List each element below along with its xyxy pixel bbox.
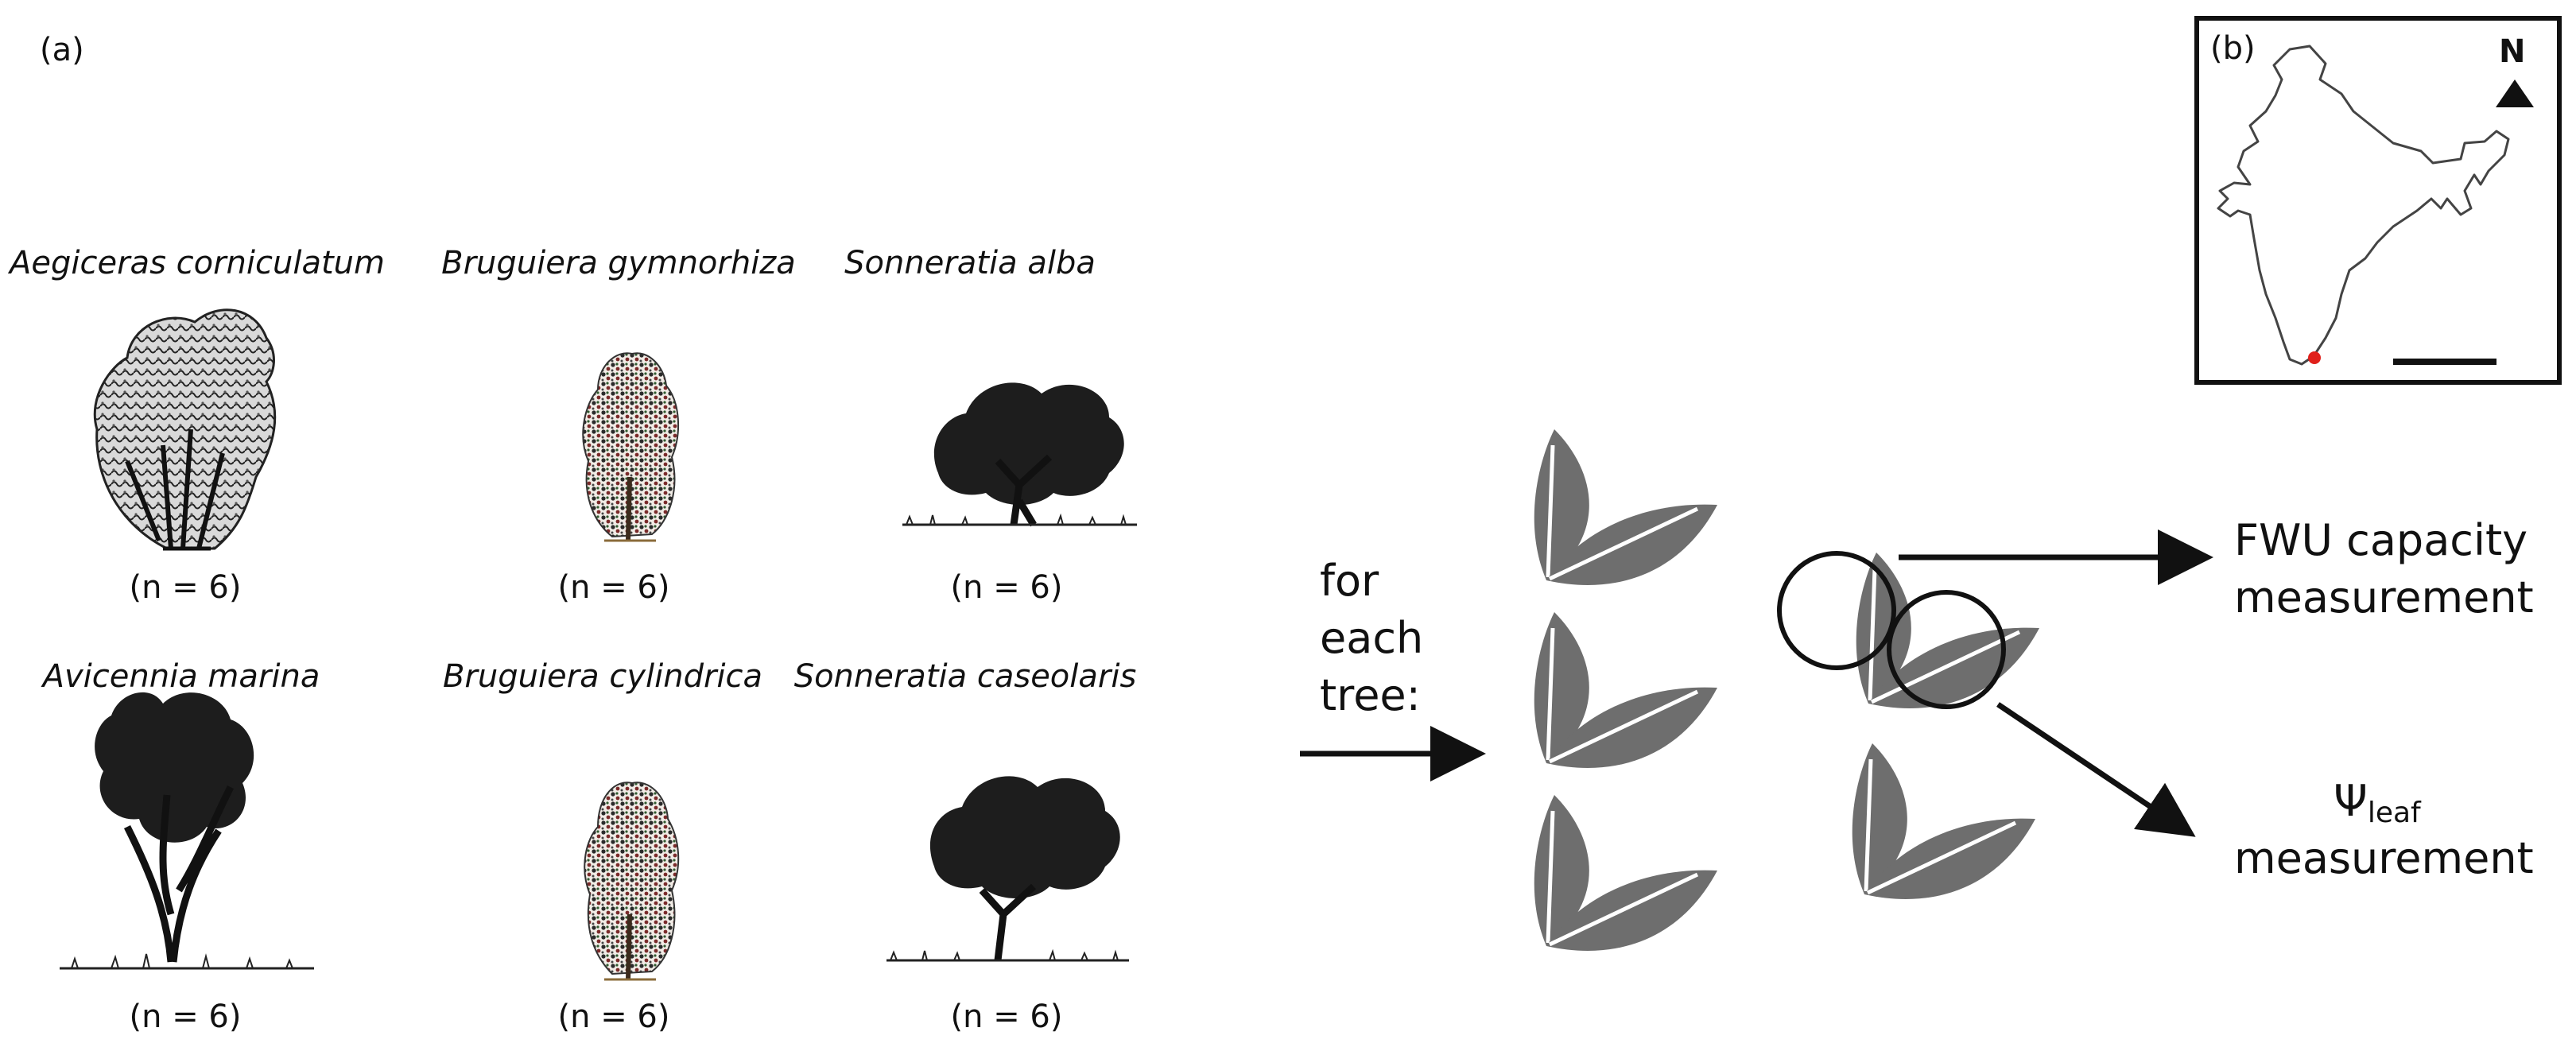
n-count-bruguiera-gymnorhiza: (n = 6) <box>557 569 670 606</box>
panel-a-label: (a) <box>40 32 84 68</box>
fwu-label-line-1: FWU capacity <box>2234 515 2528 565</box>
sampling-circle-fwu <box>1777 551 1896 670</box>
n-count-sonneratia-caseolaris: (n = 6) <box>950 999 1063 1035</box>
tree-sonneratia-alba-icon <box>902 382 1137 527</box>
arrow-to-psi <box>1996 702 2196 837</box>
india-outline <box>2217 45 2510 366</box>
for-each-tree-line-2: each <box>1320 613 1424 663</box>
north-arrow-icon <box>2496 80 2534 107</box>
psi-subscript: leaf <box>2367 797 2421 829</box>
sampling-circle-psi <box>1887 590 2006 709</box>
for-each-tree-line-3: tree: <box>1320 670 1421 720</box>
map-inset <box>2194 16 2562 385</box>
tree-avicennia-icon <box>60 692 314 970</box>
species-name-sonneratia-alba: Sonneratia alba <box>844 245 1096 281</box>
species-name-aegiceras: Aegiceras corniculatum <box>10 245 385 281</box>
for-each-tree-line-1: for <box>1320 556 1379 606</box>
tree-bruguiera-gymnorhiza-icon <box>582 352 680 542</box>
psi-leaf-label: Ψleaf <box>2234 773 2520 842</box>
n-count-aegiceras: (n = 6) <box>129 569 242 606</box>
species-name-bruguiera-cylindrica: Bruguiera cylindrica <box>442 658 763 695</box>
tree-bruguiera-cylindrica-icon <box>584 781 680 981</box>
study-site-marker <box>2308 351 2321 364</box>
n-count-sonneratia-alba: (n = 6) <box>950 569 1063 606</box>
n-count-avicennia: (n = 6) <box>129 999 242 1035</box>
species-name-avicennia: Avicennia marina <box>42 658 320 695</box>
species-name-sonneratia-caseolaris: Sonneratia caseolaris <box>793 658 1137 695</box>
tree-sonneratia-caseolaris-icon <box>886 776 1129 962</box>
tree-aegiceras-icon <box>93 308 277 551</box>
fwu-label-line-2: measurement <box>2234 572 2534 622</box>
psi-label-line-2: measurement <box>2234 833 2534 883</box>
n-count-bruguiera-cylindrica: (n = 6) <box>557 999 670 1035</box>
psi-symbol: Ψ <box>2334 776 2368 826</box>
north-label: N <box>2499 33 2526 70</box>
species-name-bruguiera-gymnorhiza: Bruguiera gymnorhiza <box>441 245 796 281</box>
panel-b-label: (b) <box>2210 30 2256 67</box>
